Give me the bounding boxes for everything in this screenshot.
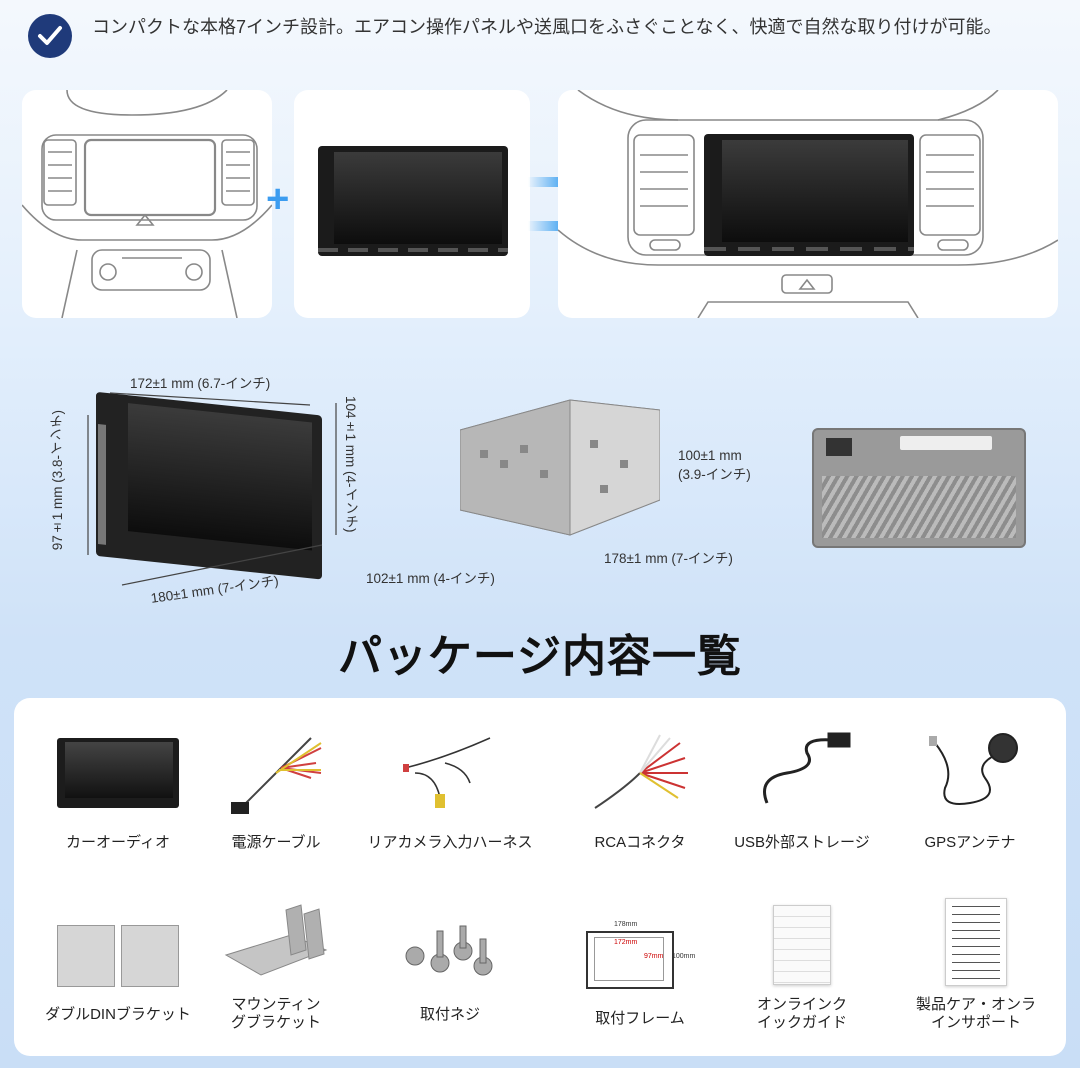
package-item-label: USB外部ストレージ — [734, 834, 870, 851]
rear-panel-image — [812, 428, 1026, 548]
section-title: パッケージ内容一覧 — [337, 632, 743, 681]
package-item-double-din-bracket: ダブルDINブラケット — [28, 912, 208, 1024]
chassis-width-label: 102±1 mm (4-インチ) — [366, 571, 495, 586]
package-item-label: カーオーディオ — [66, 834, 170, 851]
package-item-mounting-screws: 取付ネジ — [360, 912, 540, 1024]
chassis-height-label: 100±1 mm (3.9-インチ) — [678, 448, 751, 482]
front-height-left-label: 97±1 mm (3.8-インチ) — [50, 410, 65, 551]
package-item-gps-antenna: GPSアンテナ — [880, 728, 1060, 852]
checkmark-icon — [28, 14, 72, 58]
package-item-product-care: 製品ケア・オンラ インサポート — [886, 894, 1066, 1032]
front-dimension-lines — [87, 392, 337, 586]
package-item-rear-camera-harness: リアカメラ入力ハーネス — [360, 728, 540, 852]
package-item-label: マウンティン グブラケット — [230, 996, 321, 1031]
frame-inner-label: 172mm — [614, 939, 638, 946]
plus-icon: + — [266, 177, 290, 221]
frame-height-outer-label: 100mm — [672, 953, 696, 960]
package-item-label: RCAコネクタ — [594, 834, 686, 851]
package-item-label: GPSアンテナ — [924, 834, 1016, 851]
double-din-bracket-image — [28, 912, 208, 1000]
package-item-label: リアカメラ入力ハーネス — [367, 834, 533, 851]
package-item-quick-guide: オンラインク イックガイド — [712, 900, 892, 1032]
mounting-bracket-image — [186, 900, 366, 990]
package-item-label: 電源ケーブル — [231, 834, 321, 851]
header-text: コンパクトな本格7インチ設計。エアコン操作パネルや送風口をふさぐことなく、快適で… — [92, 17, 1002, 37]
installed-radio-image — [704, 134, 914, 256]
frame-height-inner-label: 97mm — [644, 953, 664, 960]
usb-cable-image — [712, 728, 892, 818]
package-item-label: 取付フレーム — [595, 1010, 685, 1027]
screws-image — [360, 912, 540, 1000]
package-item-label: 製品ケア・オンラ インサポート — [915, 996, 1036, 1031]
power-cable-image — [186, 728, 366, 818]
package-item-label: オンラインク イックガイド — [756, 996, 847, 1031]
package-item-power-cable: 電源ケーブル — [186, 728, 366, 852]
package-item-usb-storage: USB外部ストレージ — [712, 728, 892, 852]
frame-outer-label: 178mm — [614, 921, 638, 928]
dashboard-before-panel — [22, 90, 272, 318]
package-item-mounting-frame: 178mm 172mm 97mm 100mm 取付フレーム — [550, 912, 730, 1028]
rca-connector-image — [550, 728, 730, 818]
gps-antenna-image — [880, 728, 1060, 818]
package-item-label: ダブルDINブラケット — [45, 1006, 191, 1023]
package-item-car-audio: カーオーディオ — [28, 728, 208, 852]
quick-guide-image — [712, 900, 892, 990]
harness-image — [360, 728, 540, 818]
radio-unit-image — [318, 146, 508, 256]
front-width-label: 172±1 mm (6.7-インチ) — [130, 376, 271, 391]
chassis-diagram — [459, 390, 661, 540]
chassis-depth-label: 178±1 mm (7-インチ) — [604, 551, 733, 566]
radio-unit-panel — [294, 90, 530, 318]
product-care-card-image — [886, 894, 1066, 990]
dashboard-after-panel — [558, 90, 1058, 318]
package-item-rca-connector: RCAコネクタ — [550, 728, 730, 852]
package-item-label: 取付ネジ — [419, 1006, 480, 1023]
package-item-mounting-bracket: マウンティン グブラケット — [186, 900, 366, 1032]
front-height-right-label: 104±1 mm (4-インチ) — [343, 396, 358, 533]
package-contents-box — [14, 698, 1066, 1056]
car-audio-image — [28, 728, 208, 818]
mounting-frame-image: 178mm 172mm 97mm 100mm — [550, 912, 730, 1000]
